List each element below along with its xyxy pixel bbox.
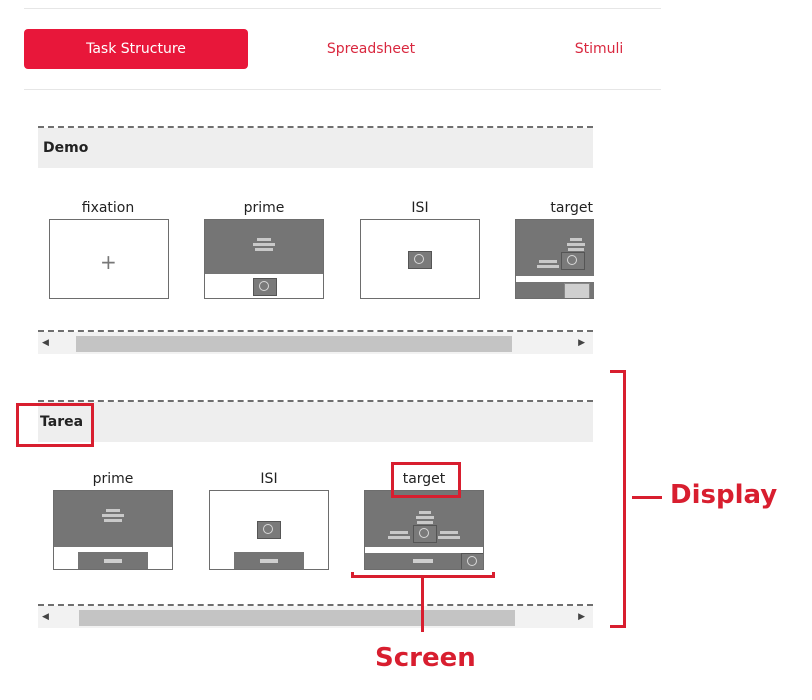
screen-label: target [550,200,593,216]
display-name-highlight [16,403,94,447]
screen-label: ISI [260,471,278,487]
keyboard-icon [564,283,590,298]
screen-prime[interactable] [204,219,324,299]
screen-fixation[interactable]: + [49,219,169,299]
clock-icon [561,252,585,270]
screen-bracket [492,572,495,578]
screen-isi[interactable] [360,219,480,299]
scrollbar-thumb[interactable] [79,610,515,626]
display-name: Demo [43,140,89,156]
tab-stimuli[interactable]: Stimuli [574,41,624,57]
clock-icon [253,278,277,296]
scroll-right-icon[interactable]: ▶ [578,611,585,621]
display-header-demo[interactable]: Demo [38,128,593,168]
screen-label: ISI [411,200,429,216]
response-zone [365,553,483,569]
clock-icon [413,525,437,543]
screen-label: prime [92,471,134,487]
display-header-tarea[interactable]: Tarea [38,402,593,442]
screen-label: prime [243,200,285,216]
scroll-right-icon[interactable]: ▶ [578,337,585,347]
text-zone [54,491,172,547]
button-icon [413,559,433,563]
horizontal-scrollbar[interactable]: ◀ ▶ [38,606,593,628]
screen-annotation: Screen [375,643,476,673]
display-top-border [38,400,593,402]
text-lines-icon [536,258,560,270]
text-lines-icon [415,509,435,526]
fixation-cross-icon: + [100,250,117,274]
tab-spreadsheet[interactable]: Spreadsheet [326,41,416,57]
scroll-left-icon[interactable]: ◀ [42,337,49,347]
clock-icon [257,521,281,539]
response-zone [78,552,148,569]
display-top-border [38,126,593,128]
text-lines-icon [54,509,172,522]
display-bracket [610,625,626,628]
button-icon [104,559,122,563]
tabs-divider [24,89,661,90]
top-divider [24,8,661,9]
text-zone [205,220,323,274]
horizontal-scrollbar[interactable]: ◀ ▶ [38,332,593,354]
text-lines-icon [566,236,586,253]
response-zone [234,552,304,569]
display-bottom-border [38,604,593,606]
clock-icon [461,553,483,569]
display-bracket [623,370,626,628]
display-bottom-border [38,330,593,332]
screen-prime[interactable] [53,490,173,570]
screen-label: target [402,471,446,487]
text-lines-icon [205,238,323,251]
tab-task-structure[interactable]: Task Structure [24,29,248,69]
screen-name-highlight [391,462,461,498]
screen-bracket [351,575,495,578]
screen-target[interactable] [364,490,484,570]
scroll-left-icon[interactable]: ◀ [42,611,49,621]
text-lines-icon [387,529,411,541]
clock-icon [408,251,432,269]
screen-pointer [421,578,424,632]
display-bracket [610,370,626,373]
screen-target[interactable] [515,219,594,299]
screen-label: fixation [81,200,135,216]
display-annotation: Display [670,480,778,510]
screen-isi[interactable] [209,490,329,570]
button-icon [260,559,278,563]
screen-bracket [351,572,354,578]
display-name: Tarea [40,414,84,430]
text-lines-icon [437,529,461,541]
display-pointer [632,496,662,499]
scrollbar-thumb[interactable] [76,336,512,352]
